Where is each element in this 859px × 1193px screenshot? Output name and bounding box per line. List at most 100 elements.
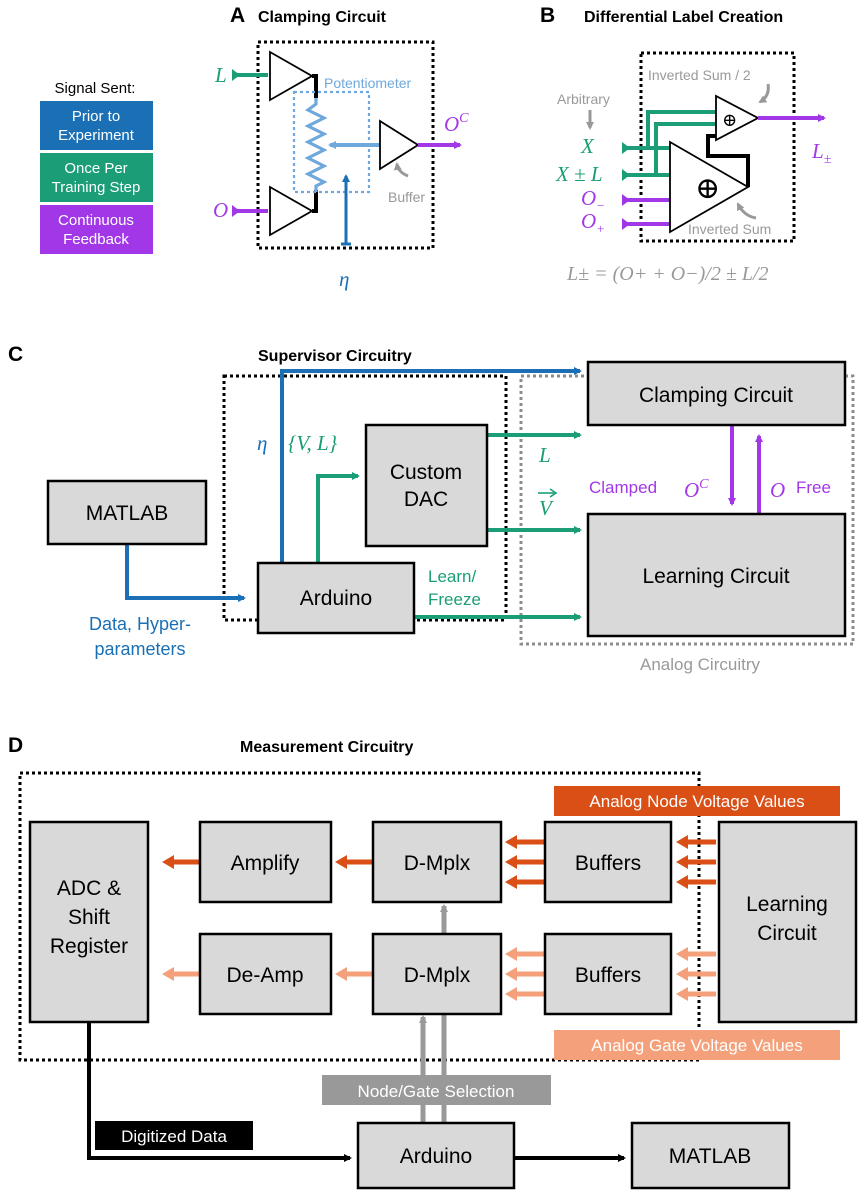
panel-a: A Clamping Circuit L O Potentiometer η B… (213, 4, 469, 291)
wire-arduino-dac (316, 472, 360, 563)
label-o-plus: O+ (581, 209, 605, 236)
buffer-label: Buffer (388, 189, 425, 205)
label-eta-c: η (257, 431, 267, 455)
data-label-1: Data, Hyper- (89, 614, 191, 634)
arduino-box: Arduino (256, 561, 416, 635)
label-x-pm-l: X ± L (555, 162, 603, 186)
dac-label-1: Custom (390, 461, 462, 484)
learning-box: Learning Circuit (586, 512, 847, 638)
gate-arrows (162, 947, 716, 1001)
legend-item-continuous: Continuous Feedback (40, 205, 153, 254)
legend: Signal Sent: Prior to Experiment Once Pe… (40, 80, 153, 254)
matlab-d-box: MATLAB (630, 1121, 791, 1190)
deamp-label: De-Amp (226, 964, 303, 987)
free-label: Free (796, 478, 831, 497)
gate-values-label: Analog Gate Voltage Values (591, 1036, 802, 1055)
learning-d-label-2: Circuit (757, 922, 817, 945)
selection-tag: Node/Gate Selection (322, 1075, 551, 1105)
legend-item-label: Once Per (64, 160, 127, 177)
digitized-label: Digitized Data (121, 1127, 227, 1146)
summing-opamp (669, 140, 750, 234)
node-values-label: Analog Node Voltage Values (589, 792, 804, 811)
dac-label-2: DAC (404, 488, 448, 511)
panel-letter-c: C (8, 343, 23, 366)
measurement-enclosure (18, 771, 701, 1062)
half-sum-opamp (715, 94, 760, 142)
selection-label: Node/Gate Selection (358, 1082, 515, 1101)
label-l: L (214, 63, 227, 87)
panel-letter-d: D (8, 734, 23, 757)
matlab-box: MATLAB (46, 479, 208, 546)
matlab-d-label: MATLAB (669, 1145, 751, 1168)
arduino-label: Arduino (300, 587, 372, 610)
dmplx-bottom-label: D-Mplx (404, 964, 471, 987)
learning-circuit-box: Learning Circuit (717, 820, 858, 1024)
label-formula: L± = (O+ + O−)/2 ± L/2 (566, 263, 769, 285)
sum-to-half-wire (706, 134, 750, 187)
dmplx-top-label: D-Mplx (404, 852, 471, 875)
buffers-bottom-label: Buffers (575, 964, 641, 987)
panel-d-title: Measurement Circuitry (240, 739, 413, 756)
learning-label: Learning Circuit (642, 565, 789, 588)
panel-b-title: Differential Label Creation (584, 9, 783, 26)
label-vl-set: {V, L} (288, 431, 338, 455)
panel-c: C Supervisor Circuitry MATLAB Arduino Cu… (8, 343, 855, 674)
legend-heading: Signal Sent: (55, 80, 136, 97)
inverted-sum-half-label: Inverted Sum / 2 (648, 67, 751, 83)
learn-label-1: Learn/ (428, 567, 476, 586)
adc-label-1: ADC & (57, 877, 121, 900)
label-l-pm: L± (811, 139, 832, 167)
panel-c-title: Supervisor Circuitry (258, 348, 412, 365)
label-o: O (213, 198, 228, 222)
wire-matlab-arduino (125, 544, 246, 602)
dac-box: Custom DAC (364, 423, 489, 548)
panel-a-title: Clamping Circuit (258, 9, 387, 26)
wire-eta (280, 367, 582, 563)
legend-item-label: Training Step (52, 179, 141, 196)
learn-label-2: Freeze (428, 590, 481, 609)
adc-label-3: Register (50, 935, 128, 958)
arbitrary-label: Arbitrary (557, 91, 610, 107)
adc-label-2: Shift (68, 906, 110, 929)
adc-box: ADC & Shift Register (28, 820, 150, 1024)
label-eta: η (339, 267, 349, 291)
opamp-bottom (269, 185, 314, 237)
buffers-top-box: Buffers (543, 820, 673, 904)
arduino-d-label: Arduino (400, 1145, 472, 1168)
inverted-sum-pointer (736, 202, 757, 220)
wire-top-to-pot (312, 74, 318, 98)
label-x: X (580, 134, 595, 158)
amplify-label: Amplify (231, 852, 300, 875)
input-wires-b (622, 110, 716, 230)
legend-item-prior: Prior to Experiment (40, 101, 153, 150)
inverted-half-pointer (758, 83, 770, 104)
free-o: O (770, 478, 785, 502)
dmplx-top-box: D-Mplx (371, 820, 503, 904)
buffer-pointer (393, 162, 409, 178)
buffer-opamp (379, 119, 420, 171)
label-oc-sup: C (459, 111, 469, 126)
summing-plus: ⊕ (695, 172, 720, 205)
clamping-box: Clamping Circuit (586, 360, 847, 427)
legend-item-label: Prior to (72, 108, 120, 125)
node-values-tag: Analog Node Voltage Values (554, 786, 840, 816)
matlab-label: MATLAB (86, 502, 168, 525)
panel-b: B Differential Label Creation Inverted S… (540, 4, 832, 285)
digitized-tag: Digitized Data (95, 1121, 253, 1150)
potentiometer-label: Potentiometer (324, 75, 411, 91)
wire-adc-arduino (87, 1022, 352, 1162)
panel-d: D Measurement Circuitry (8, 734, 858, 1190)
legend-item-label: Experiment (58, 127, 135, 144)
node-arrows (162, 835, 716, 889)
data-label-2: parameters (94, 639, 185, 659)
clamping-label: Clamping Circuit (639, 384, 793, 407)
input-tab-o (232, 205, 240, 217)
clamped-oc: OC (684, 477, 709, 502)
buffers-bottom-box: Buffers (543, 932, 673, 1016)
gate-values-tag: Analog Gate Voltage Values (554, 1030, 840, 1060)
opamp-top (269, 50, 314, 102)
label-o-minus: O− (581, 186, 605, 213)
label-v-c: V (539, 496, 554, 520)
half-plus: ⊕ (722, 110, 737, 130)
wire-bottom-to-pot (312, 190, 318, 213)
